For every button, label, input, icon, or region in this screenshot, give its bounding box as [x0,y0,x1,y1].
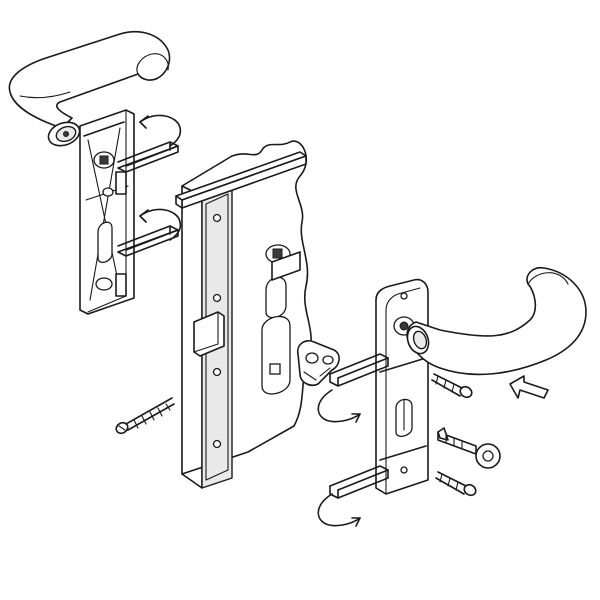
square-spindle [175,151,307,281]
left-standoff-post [115,171,127,297]
rotation-arrow-upper-left [139,114,182,147]
right-mounting-bolts [329,353,389,499]
rotation-arrows [139,114,361,527]
key [437,427,501,469]
left-handle-rosette [47,121,81,147]
fixing-screws [115,373,477,497]
left-backplate-spindle-hole [93,151,115,169]
rotation-arrow-lower-center [317,389,361,423]
left-mounting-bolts [115,141,179,297]
door-cylinder-cutout [261,276,291,395]
mortise-latch-bolt [193,311,225,357]
left-lever-handle [8,30,171,147]
insertion-arrow [509,375,549,399]
right-backplate-cylinder-hole [395,398,413,438]
rotation-arrow-middle-left [139,208,182,241]
right-handle-rosette [406,325,430,355]
right-backplate [375,278,429,495]
right-upper-fixing-screw [431,373,473,399]
left-fixing-screw [115,397,175,435]
mortise-faceplate-screws [212,213,222,449]
door-leaf-with-mortise-lock [181,140,312,489]
rotation-arrow-bottom-center [317,493,361,527]
right-lever-handle [406,266,587,376]
left-backplate-cylinder-hole [97,221,113,264]
cylinder-adapter [296,339,340,387]
right-lower-fixing-screw [435,471,477,497]
